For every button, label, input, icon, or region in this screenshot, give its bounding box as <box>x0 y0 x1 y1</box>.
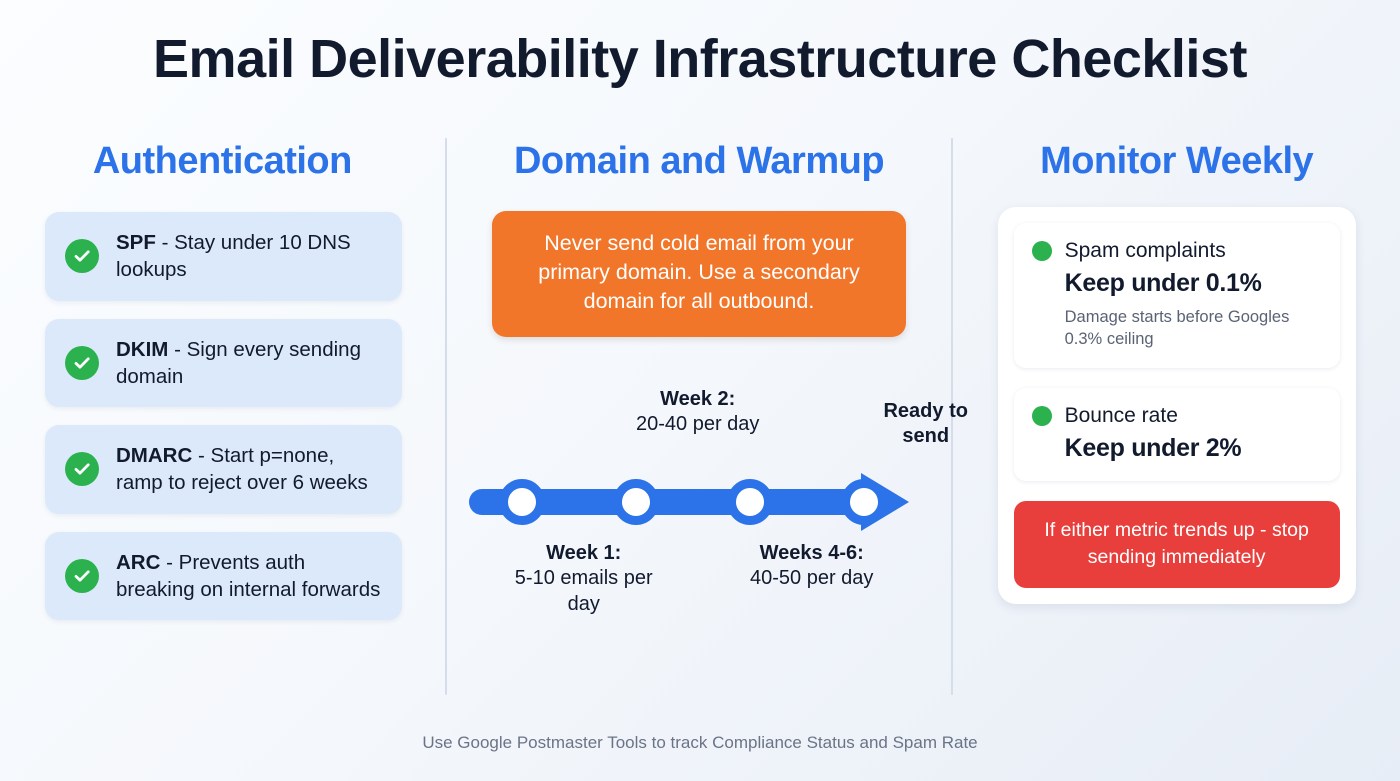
authentication-list: SPF - Stay under 10 DNS lookups DKIM - S… <box>0 212 445 620</box>
status-dot-icon <box>1031 241 1052 261</box>
list-item-text: DMARC - Start p=none, ramp to reject ove… <box>116 442 384 497</box>
timeline-dot-2[interactable] <box>612 478 659 525</box>
list-item-detail: - Prevents auth breaking on internal for… <box>116 550 381 601</box>
page-title: Email Deliverability Infrastructure Chec… <box>153 29 1247 89</box>
metric-card-spam-complaints[interactable]: Spam complaints Keep under 0.1% Damage s… <box>1013 223 1340 369</box>
timeline-label-detail: 40-50 per day <box>750 567 874 590</box>
timeline-label-week-2: Week 2: 20-40 per day <box>613 387 783 438</box>
timeline-dot-1[interactable] <box>498 478 545 525</box>
metric-card-bounce-rate[interactable]: Bounce rate Keep under 2% <box>1013 388 1340 482</box>
metric-name: Spam complaints <box>1064 239 1226 262</box>
list-item[interactable]: SPF - Stay under 10 DNS lookups <box>45 212 402 301</box>
list-item-text: ARC - Prevents auth breaking on internal… <box>116 549 384 604</box>
check-circle-icon <box>65 239 99 274</box>
list-item-term: DMARC <box>116 444 193 467</box>
list-item-detail: - Sign every sending domain <box>116 337 361 388</box>
timeline-label-title: Weeks 4-6: <box>759 541 864 564</box>
timeline-label-week-1: Week 1: 5-10 emails per day <box>499 541 669 618</box>
column-divider-right <box>951 138 954 695</box>
timeline-label-ready-to-send: Ready to send <box>841 399 1011 450</box>
list-item-text: DKIM - Sign every sending domain <box>116 336 384 391</box>
metric-value: Keep under 0.1% <box>1064 269 1262 297</box>
metric-header: Spam complaints <box>1031 239 1322 263</box>
timeline-label-title: Ready to <box>883 399 968 422</box>
column-domain-warmup: Domain and Warmup Never send cold email … <box>447 128 968 708</box>
list-item-term: ARC <box>116 550 161 574</box>
metric-value: Keep under 2% <box>1064 434 1242 463</box>
timeline-label-weeks-4-6: Weeks 4-6: 40-50 per day <box>727 541 897 592</box>
columns-container: Authentication SPF - Stay under 10 DNS l… <box>0 128 1400 708</box>
check-circle-icon <box>65 345 99 380</box>
list-item-detail: - Start p=none, ramp to reject over 6 we… <box>116 444 368 495</box>
timeline-label-detail: 20-40 per day <box>636 413 760 436</box>
domain-callout: Never send cold email from your primary … <box>491 211 906 337</box>
timeline-label-title: Week 1: <box>546 541 622 564</box>
timeline-label-detail: 5-10 emails per day <box>514 567 653 615</box>
alert-banner: If either metric trends up - stop sendin… <box>1013 501 1340 589</box>
monitor-panel: Spam complaints Keep under 0.1% Damage s… <box>997 207 1356 605</box>
check-circle-icon <box>65 558 99 593</box>
check-circle-icon <box>65 452 99 487</box>
timeline-label-title: Week 2: <box>660 387 736 410</box>
metric-name: Bounce rate <box>1064 404 1178 428</box>
metric-note: Damage starts before Googles 0.3% ceilin… <box>1064 308 1290 349</box>
timeline-label-detail: send <box>902 425 950 448</box>
column-heading-monitor-weekly: Monitor Weekly <box>1040 140 1314 182</box>
list-item-text: SPF - Stay under 10 DNS lookups <box>116 229 384 284</box>
footer-note: Use Google Postmaster Tools to track Com… <box>422 733 978 752</box>
list-item[interactable]: ARC - Prevents auth breaking on internal… <box>45 531 402 620</box>
column-heading-domain-warmup: Domain and Warmup <box>513 140 885 182</box>
list-item[interactable]: DKIM - Sign every sending domain <box>45 318 402 407</box>
timeline-dot-4[interactable] <box>840 478 887 525</box>
list-item[interactable]: DMARC - Start p=none, ramp to reject ove… <box>45 425 402 514</box>
warmup-timeline: Week 1: 5-10 emails per day Week 2: 20-4… <box>447 373 968 663</box>
column-heading-authentication: Authentication <box>92 140 352 182</box>
column-authentication: Authentication SPF - Stay under 10 DNS l… <box>0 128 445 708</box>
metric-header: Bounce rate <box>1031 404 1322 428</box>
list-item-term: DKIM <box>116 337 169 361</box>
column-monitor-weekly: Monitor Weekly Spam complaints Keep unde… <box>953 128 1400 708</box>
list-item-term: SPF <box>116 231 156 254</box>
list-item-detail: - Stay under 10 DNS lookups <box>116 231 351 282</box>
status-dot-icon <box>1031 406 1052 427</box>
timeline-dot-3[interactable] <box>726 478 773 525</box>
column-divider-left <box>444 138 447 695</box>
